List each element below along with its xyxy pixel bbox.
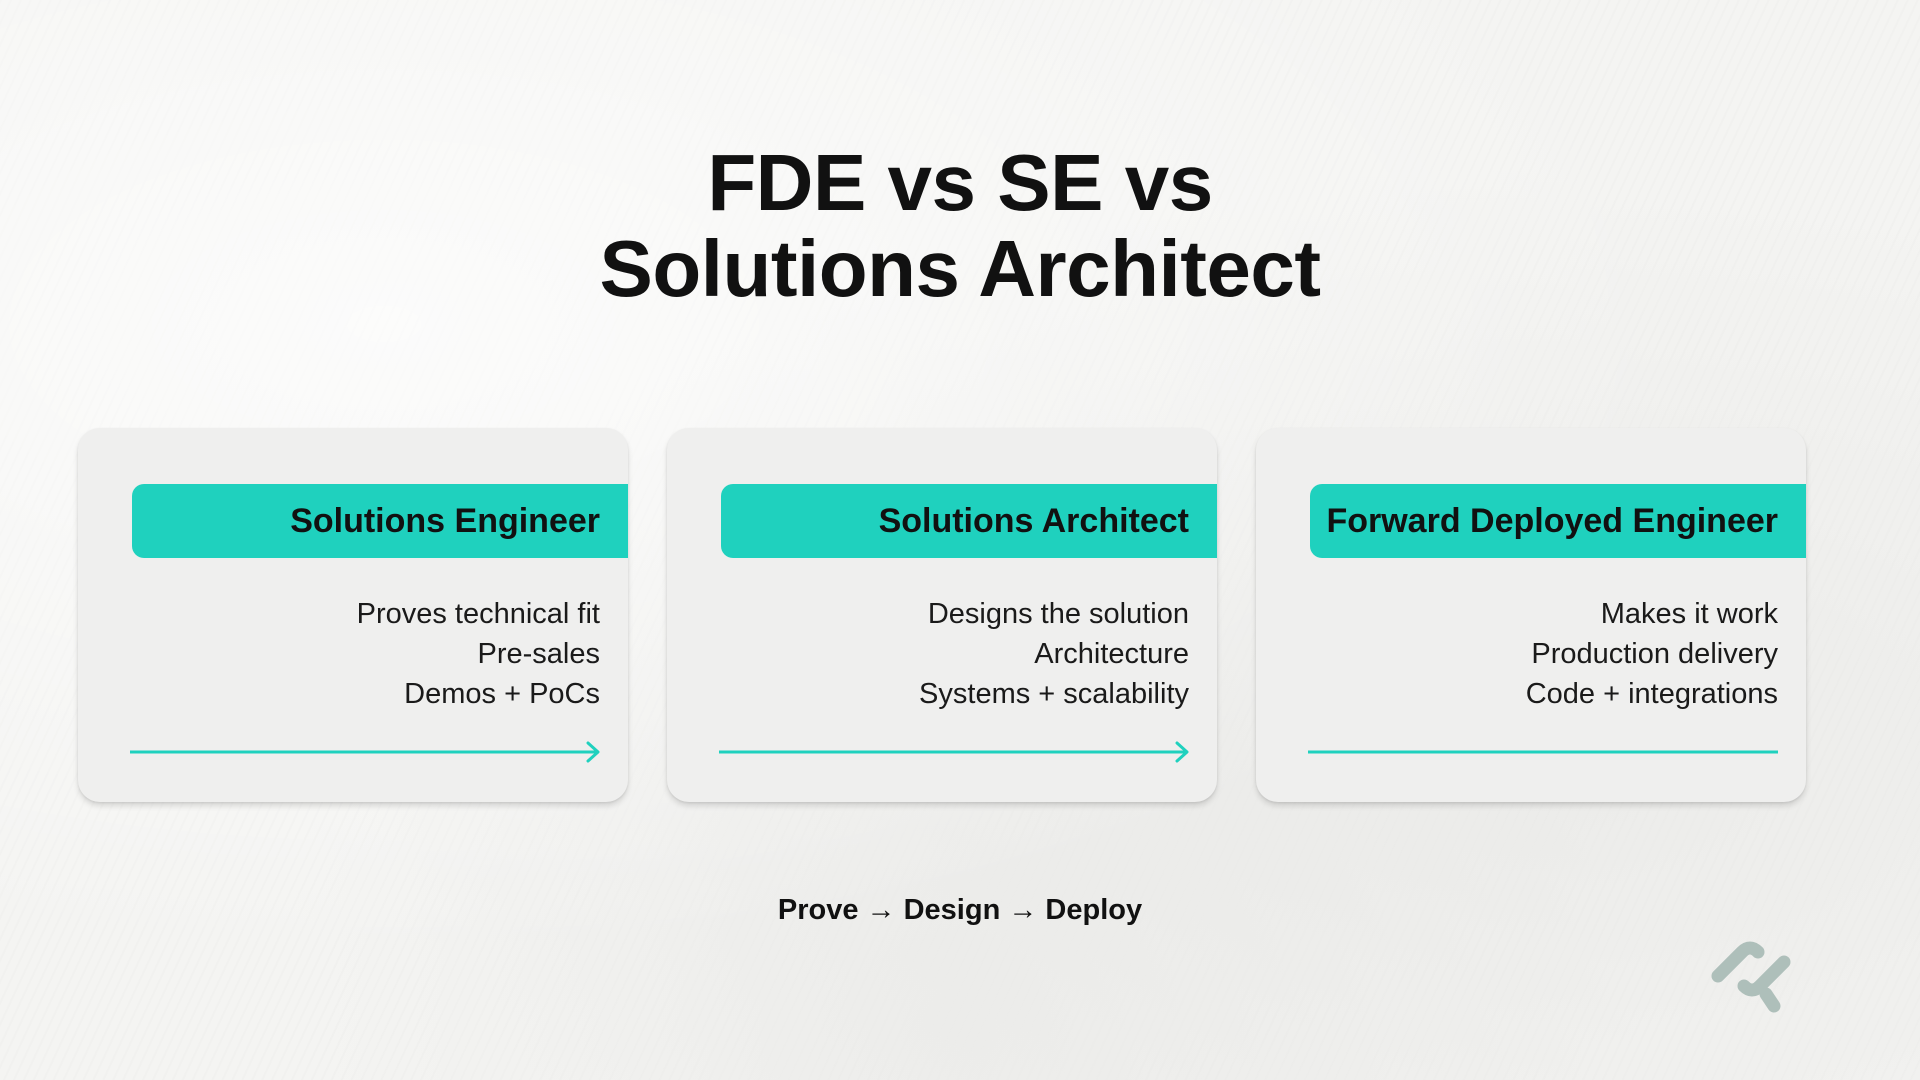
card-points: Designs the solution Architecture System… xyxy=(919,594,1189,714)
arrow-head-icon xyxy=(1175,741,1189,763)
page-title: FDE vs SE vs Solutions Architect xyxy=(0,140,1920,312)
arrow-line xyxy=(130,741,600,763)
divider-line xyxy=(1308,742,1778,762)
card-point: Makes it work xyxy=(1600,598,1778,630)
card-point: Proves technical fit xyxy=(356,598,600,630)
card-point: Designs the solution xyxy=(927,598,1189,630)
arrow-line xyxy=(719,741,1189,763)
card-point: Architecture xyxy=(1034,638,1189,670)
card-point: Systems + scalability xyxy=(919,678,1189,710)
arrow-head-icon xyxy=(586,741,600,763)
card-points: Makes it work Production delivery Code +… xyxy=(1526,594,1778,714)
flow-caption: Prove → Design → Deploy xyxy=(777,894,1143,926)
card-point: Demos + PoCs xyxy=(404,678,600,710)
brand-logo-icon xyxy=(1706,924,1796,1014)
card-title: Solutions Architect xyxy=(878,501,1189,540)
page-title-line-2: Solutions Architect xyxy=(599,224,1321,313)
card-banner: Solutions Architect xyxy=(721,484,1217,558)
card-point: Code + integrations xyxy=(1525,678,1778,710)
card-forward-deployed-engineer: Forward Deployed Engineer Makes it work … xyxy=(1256,428,1806,802)
card-point: Pre-sales xyxy=(477,638,601,670)
card-banner: Solutions Engineer xyxy=(132,484,628,558)
card-points: Proves technical fit Pre-sales Demos + P… xyxy=(357,594,600,714)
card-title: Forward Deployed Engineer xyxy=(1326,501,1778,540)
card-solutions-architect: Solutions Architect Designs the solution… xyxy=(667,428,1217,802)
card-title: Solutions Engineer xyxy=(290,501,600,540)
card-solutions-engineer: Solutions Engineer Proves technical fit … xyxy=(78,428,628,802)
card-point: Production delivery xyxy=(1531,638,1778,670)
page-title-line-1: FDE vs SE vs xyxy=(707,138,1213,227)
card-banner: Forward Deployed Engineer xyxy=(1310,484,1806,558)
